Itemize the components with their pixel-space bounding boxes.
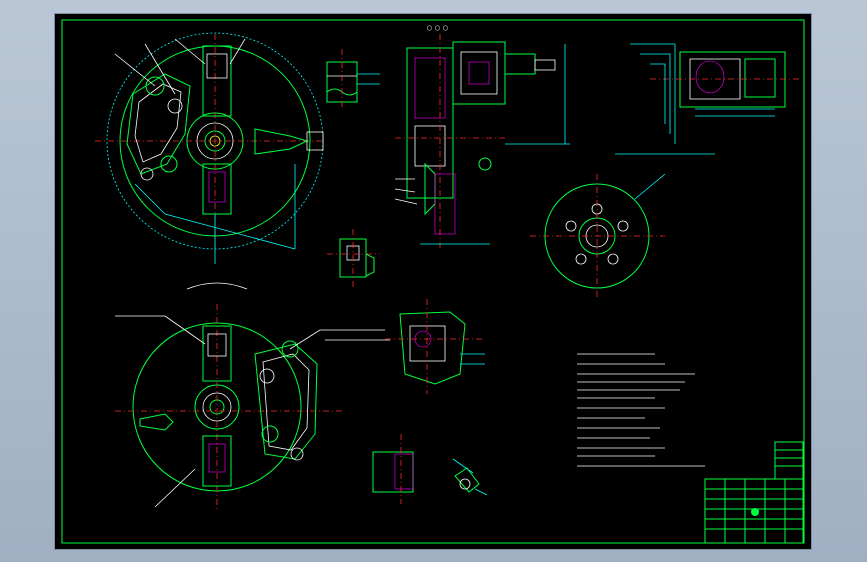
detail-d	[327, 229, 380, 289]
drawing-sheet: 〇 〇 〇	[55, 14, 811, 549]
view-center-caliper	[385, 299, 485, 394]
svg-text:〇 〇 〇: 〇 〇 〇	[427, 26, 448, 32]
technical-notes	[577, 353, 705, 467]
cad-drawing: 〇 〇 〇	[61, 19, 805, 544]
view-bottom-left	[115, 282, 390, 509]
view-top-right	[615, 43, 800, 155]
gear-icon	[751, 508, 759, 516]
view-top-left	[95, 32, 325, 264]
view-hub-flange	[530, 173, 666, 299]
view-top-center: 〇 〇 〇	[394, 26, 570, 249]
view-bottom-details	[372, 434, 488, 504]
title-block	[704, 441, 804, 544]
detail-c	[326, 49, 380, 109]
sheet-border	[61, 19, 805, 544]
